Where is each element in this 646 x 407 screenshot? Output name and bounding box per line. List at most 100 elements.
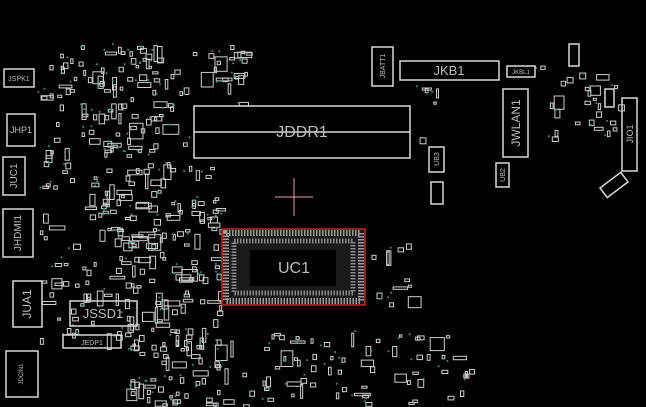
smd-component[interactable] xyxy=(117,227,124,232)
smd-component[interactable] xyxy=(584,100,591,106)
smd-component[interactable] xyxy=(412,371,419,375)
smd-component[interactable] xyxy=(223,399,235,405)
smd-component[interactable] xyxy=(129,316,135,331)
smd-component[interactable] xyxy=(124,298,130,310)
smd-component[interactable] xyxy=(121,261,132,266)
smd-component[interactable] xyxy=(246,52,253,56)
smd-component[interactable] xyxy=(230,340,234,358)
component-jdcin1[interactable]: JDCIN1 xyxy=(5,350,39,398)
smd-component[interactable] xyxy=(59,104,65,112)
smd-component[interactable] xyxy=(119,255,123,261)
smd-component[interactable] xyxy=(612,127,618,132)
smd-component[interactable] xyxy=(214,56,228,72)
smd-component[interactable] xyxy=(131,283,135,288)
smd-component[interactable] xyxy=(70,58,74,65)
smd-component[interactable] xyxy=(130,391,136,397)
smd-component[interactable] xyxy=(386,251,390,265)
smd-component[interactable] xyxy=(323,342,331,348)
smd-component[interactable] xyxy=(99,80,105,87)
smd-component[interactable] xyxy=(417,335,425,341)
smd-component[interactable] xyxy=(158,386,164,393)
smd-component[interactable] xyxy=(206,397,213,403)
smd-component[interactable] xyxy=(180,303,186,314)
smd-component[interactable] xyxy=(375,338,381,344)
component-juc1[interactable]: JUC1 xyxy=(2,156,26,196)
smd-component[interactable] xyxy=(130,126,137,131)
smd-component[interactable] xyxy=(63,262,69,267)
smd-component[interactable] xyxy=(399,334,403,338)
smd-component[interactable] xyxy=(407,380,411,386)
smd-component[interactable] xyxy=(175,340,179,347)
smd-component[interactable] xyxy=(163,164,172,180)
smd-component[interactable] xyxy=(171,266,183,274)
component-jkb1[interactable]: JKB1 xyxy=(399,60,500,81)
smd-component[interactable] xyxy=(554,108,561,119)
smd-component[interactable] xyxy=(365,345,372,357)
smd-component[interactable] xyxy=(129,122,144,140)
smd-component[interactable] xyxy=(213,244,219,251)
component-outline[interactable] xyxy=(604,88,615,108)
smd-component[interactable] xyxy=(271,334,275,340)
smd-component[interactable] xyxy=(56,122,60,127)
component-jspk1[interactable]: JSPK1 xyxy=(3,68,35,88)
smd-component[interactable] xyxy=(83,69,87,77)
smd-component[interactable] xyxy=(159,251,165,259)
smd-component[interactable] xyxy=(330,356,334,361)
smd-component[interactable] xyxy=(264,347,270,351)
smd-component[interactable] xyxy=(40,95,54,101)
smd-component[interactable] xyxy=(158,114,164,118)
component-jddr1[interactable]: JDDR1 xyxy=(193,105,411,159)
smd-component[interactable] xyxy=(447,395,455,401)
smd-component[interactable] xyxy=(208,53,215,59)
smd-component[interactable] xyxy=(588,119,595,127)
smd-component[interactable] xyxy=(118,46,122,54)
smd-component[interactable] xyxy=(97,75,104,89)
smd-component[interactable] xyxy=(191,210,201,216)
smd-component[interactable] xyxy=(153,228,158,232)
smd-component[interactable] xyxy=(41,301,57,305)
smd-component[interactable] xyxy=(593,126,604,131)
smd-component[interactable] xyxy=(170,329,178,334)
smd-component[interactable] xyxy=(216,339,222,346)
smd-component[interactable] xyxy=(182,298,194,303)
smd-component[interactable] xyxy=(328,366,332,376)
smd-component[interactable] xyxy=(184,393,189,399)
smd-component[interactable] xyxy=(230,45,235,50)
smd-component[interactable] xyxy=(596,111,603,118)
smd-component[interactable] xyxy=(50,150,54,155)
smd-component[interactable] xyxy=(128,145,143,150)
smd-component[interactable] xyxy=(152,71,159,75)
smd-component[interactable] xyxy=(172,234,176,241)
smd-component[interactable] xyxy=(179,91,183,96)
smd-component[interactable] xyxy=(85,280,90,286)
smd-component[interactable] xyxy=(196,345,203,350)
smd-component[interactable] xyxy=(335,392,340,400)
smd-component[interactable] xyxy=(151,191,158,198)
smd-component[interactable] xyxy=(244,71,248,77)
smd-component[interactable] xyxy=(134,339,139,352)
smd-component[interactable] xyxy=(53,185,58,190)
smd-component[interactable] xyxy=(469,369,476,375)
smd-component[interactable] xyxy=(127,137,131,146)
smd-component[interactable] xyxy=(78,61,84,67)
smd-component[interactable] xyxy=(421,87,432,91)
smd-component[interactable] xyxy=(162,342,166,347)
smd-component[interactable] xyxy=(452,355,467,361)
smd-component[interactable] xyxy=(146,118,152,126)
smd-component[interactable] xyxy=(58,84,73,89)
smd-component[interactable] xyxy=(155,127,160,135)
smd-component[interactable] xyxy=(262,380,266,387)
smd-component[interactable] xyxy=(102,198,110,205)
smd-component[interactable] xyxy=(169,168,177,173)
smd-component[interactable] xyxy=(153,45,158,62)
smd-component[interactable] xyxy=(153,219,161,226)
smd-component[interactable] xyxy=(408,401,415,405)
component-ub3[interactable]: UB3 xyxy=(428,146,445,173)
smd-component[interactable] xyxy=(185,346,190,352)
smd-component[interactable] xyxy=(191,354,201,359)
smd-component[interactable] xyxy=(72,316,79,322)
smd-component[interactable] xyxy=(549,102,554,109)
smd-component[interactable] xyxy=(132,265,136,278)
smd-component[interactable] xyxy=(112,144,118,149)
smd-component[interactable] xyxy=(104,149,113,154)
